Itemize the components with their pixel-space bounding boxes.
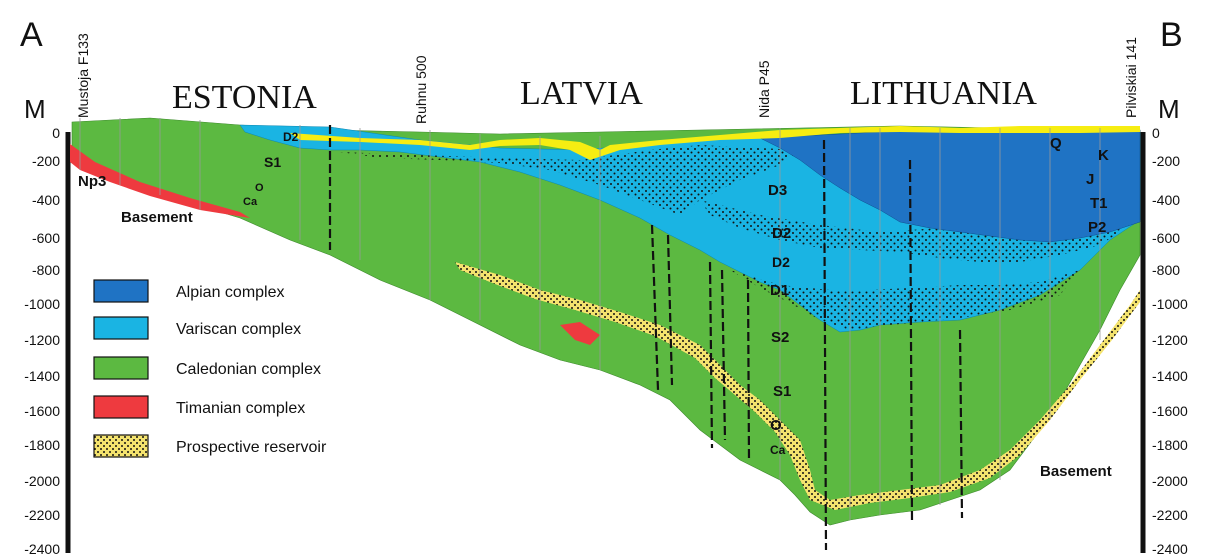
depth-tick-label: -1200	[24, 332, 60, 348]
unit-label: D3	[768, 182, 787, 199]
legend-label: Variscan complex	[176, 321, 301, 338]
variscan-sandstone-upper	[340, 145, 800, 215]
depth-tick-label: -200	[32, 153, 60, 169]
depth-tick-label: -2200	[24, 507, 60, 523]
depth-unit-right: M	[1158, 94, 1180, 124]
country-label-estonia: ESTONIA	[172, 79, 317, 116]
country-label-latvia: LATVIA	[520, 75, 643, 112]
prospective-reservoir-band	[455, 262, 1140, 510]
depth-tick-label: -1000	[24, 296, 60, 312]
unit-label: Q	[1050, 135, 1062, 152]
variscan-sandstone-middle	[700, 200, 1130, 262]
unit-label: P2	[1088, 219, 1106, 236]
legend-item-alpian: Alpian complex	[93, 279, 285, 303]
depth-tick-label: -1600	[24, 403, 60, 419]
unit-label: O	[770, 417, 782, 434]
depth-tick-label: -400	[1152, 192, 1180, 208]
legend-item-reservoir: Prospective reservoir	[93, 434, 327, 458]
legend-label: Timanian complex	[176, 400, 305, 417]
unit-label: J	[1086, 171, 1094, 188]
well-label-ruhnu: Ruhnu 500	[413, 55, 429, 124]
depth-tick-label: -400	[32, 192, 60, 208]
depth-unit-left: M	[24, 94, 46, 124]
depth-tick-label: -800	[1152, 262, 1180, 278]
variscan-sandstone-lower	[730, 270, 1080, 330]
unit-label: D2	[283, 130, 299, 144]
unit-labels: Np3 Basement D2 S1 O Ca D3 D2 D2 D1 S2 S…	[78, 130, 1112, 480]
legend-swatch-variscan	[93, 316, 149, 340]
unit-label: D2	[772, 225, 791, 242]
unit-label: S2	[771, 329, 789, 346]
unit-label: S1	[264, 154, 281, 170]
depth-tick-label: 0	[1152, 125, 1160, 141]
unit-label: Ca	[243, 196, 258, 208]
well-label-pilviskiai: Pilviskiai 141	[1123, 37, 1139, 118]
well-label-mustoja: Mustoja F133	[75, 33, 91, 118]
unit-label: O	[255, 182, 264, 194]
legend-label: Caledonian complex	[176, 361, 321, 378]
legend-label: Prospective reservoir	[176, 439, 327, 456]
country-label-lithuania: LITHUANIA	[850, 75, 1037, 112]
legend-item-caledonian: Caledonian complex	[93, 356, 321, 380]
depth-tick-label: -2000	[1152, 473, 1188, 489]
depth-tick-label: -200	[1152, 153, 1180, 169]
depth-tick-label: -1800	[24, 437, 60, 453]
depth-tick-label: -1000	[1152, 296, 1188, 312]
unit-label: D2	[772, 254, 790, 270]
legend-item-timanian: Timanian complex	[93, 395, 305, 419]
section-end-b: B	[1160, 16, 1183, 54]
depth-tick-label: 0	[52, 125, 60, 141]
depth-tick-label: -600	[32, 230, 60, 246]
depth-tick-label: -2400	[24, 541, 60, 557]
depth-tick-label: -600	[1152, 230, 1180, 246]
section-end-a: A	[20, 16, 43, 54]
unit-label: Basement	[1040, 463, 1112, 480]
unit-label: Basement	[121, 209, 193, 226]
unit-label: T1	[1090, 195, 1108, 212]
unit-label: D1	[770, 282, 789, 299]
unit-label: K	[1098, 147, 1109, 164]
legend-item-variscan: Variscan complex	[93, 316, 301, 340]
faults	[328, 125, 964, 551]
depth-tick-label: -2400	[1152, 541, 1188, 557]
depth-tick-label: -800	[32, 262, 60, 278]
legend-swatch-caledonian	[93, 356, 149, 380]
depth-tick-label: -2200	[1152, 507, 1188, 523]
unit-label: Ca	[770, 443, 786, 457]
timanian-complex	[70, 144, 250, 218]
well-label-nida: Nida P45	[756, 60, 772, 118]
depth-tick-label: -1200	[1152, 332, 1188, 348]
legend-swatch-reservoir	[93, 434, 149, 458]
unit-label: S1	[773, 383, 791, 400]
unit-label: Np3	[78, 173, 106, 190]
legend-swatch-timanian	[93, 395, 149, 419]
depth-tick-label: -2000	[24, 473, 60, 489]
depth-tick-label: -1400	[1152, 368, 1188, 384]
well-traces	[79, 118, 1101, 520]
depth-tick-label: -1600	[1152, 403, 1188, 419]
depth-ticks-left: 0 -200 -400 -600 -800 -1000 -1200 -1400 …	[24, 125, 60, 557]
legend-label: Alpian complex	[176, 284, 285, 301]
depth-tick-label: -1800	[1152, 437, 1188, 453]
depth-tick-label: -1400	[24, 368, 60, 384]
timanian-lens	[560, 322, 600, 345]
depth-ticks-right: 0 -200 -400 -600 -800 -1000 -1200 -1400 …	[1152, 125, 1188, 557]
quaternary-cover	[290, 126, 1140, 160]
legend: Alpian complex Variscan complex Caledoni…	[93, 279, 327, 458]
legend-swatch-alpian	[93, 279, 149, 303]
